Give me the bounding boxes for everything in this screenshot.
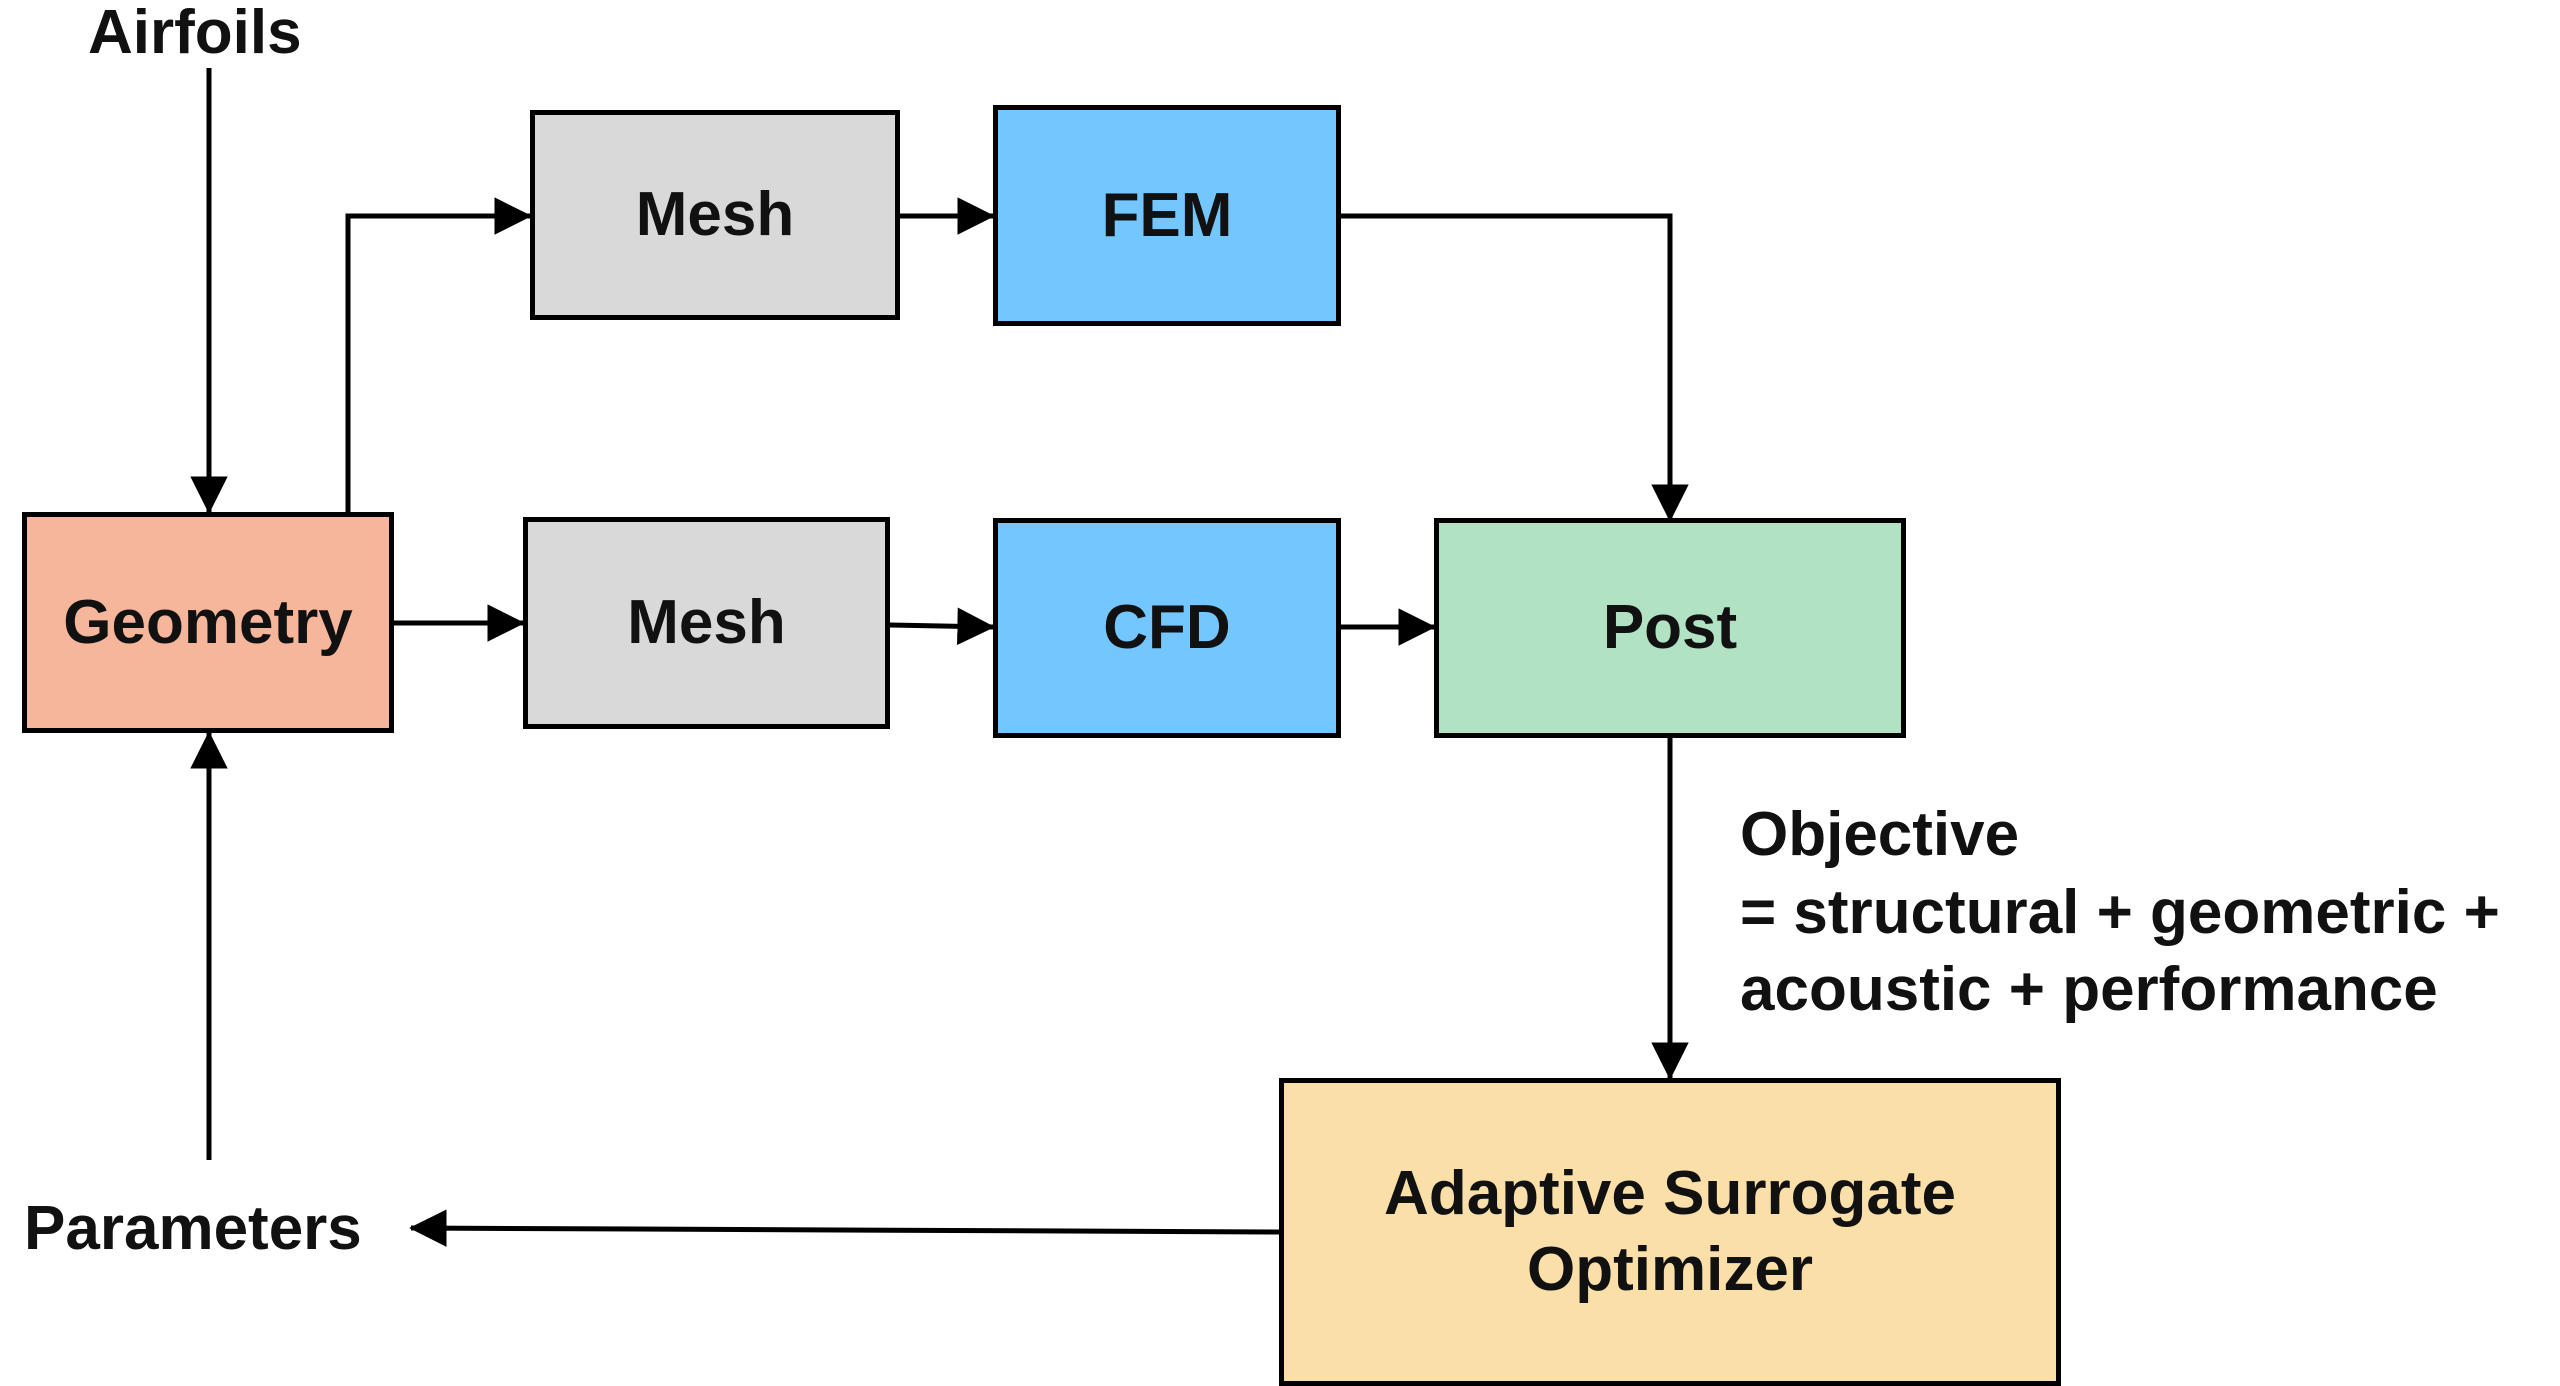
objective-formula-line2: acoustic + performance	[1740, 955, 2438, 1024]
objective-title: Objective	[1740, 800, 2020, 869]
cfd-node-label: CFD	[1103, 593, 1231, 663]
fem-node: FEM	[993, 105, 1341, 326]
optimizer-node-label-line1: Adaptive Surrogate	[1384, 1159, 1956, 1229]
mesh-cfd-node: Mesh	[523, 517, 890, 729]
edge-optimizer-to-parameters	[409, 1209, 1280, 1247]
edge-fem-to-post	[1341, 213, 1689, 522]
mesh-cfd-node-label: Mesh	[627, 588, 786, 658]
post-node-label: Post	[1602, 593, 1738, 663]
post-node: Post	[1434, 518, 1906, 738]
parameters-label: Parameters	[24, 1194, 362, 1263]
geometry-node-label: Geometry	[63, 587, 353, 657]
edge-geometry-to-mesh-fem	[345, 197, 532, 512]
optimizer-node-label-line2: Optimizer	[1527, 1235, 1813, 1304]
geometry-node: Geometry	[22, 512, 394, 733]
mesh-fem-node-label: Mesh	[635, 180, 795, 250]
airfoils-label: Airfoils	[88, 0, 302, 67]
cfd-node: CFD	[993, 518, 1341, 738]
mesh-fem-node: Mesh	[530, 110, 900, 320]
edge-mesh-cfd-to-cfd	[889, 607, 995, 646]
optimizer-node: Adaptive Surrogate Optimizer	[1279, 1078, 2061, 1386]
objective-label: Objective = structural + geometric + aco…	[1740, 796, 2500, 1029]
objective-formula-line1: = structural + geometric +	[1740, 877, 2500, 947]
fem-node-label: FEM	[1101, 180, 1233, 250]
